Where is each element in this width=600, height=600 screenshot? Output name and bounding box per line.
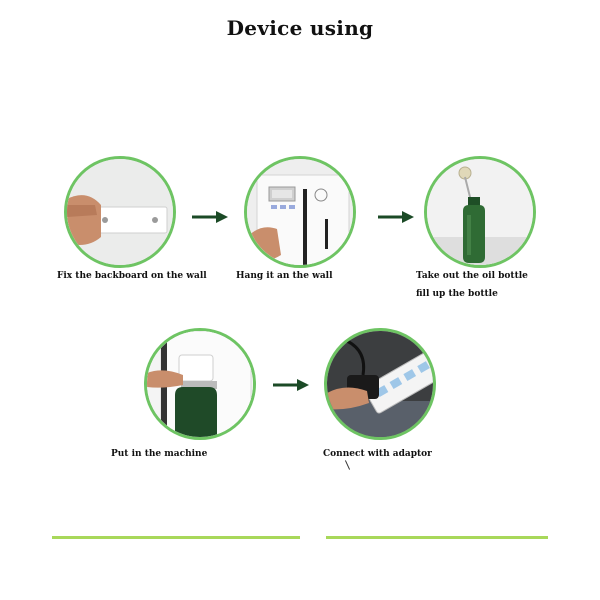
- step-1-image: [64, 156, 176, 268]
- step-2-image: [244, 156, 356, 268]
- divider-bar-right: [326, 536, 548, 539]
- step-3-image: [424, 156, 536, 268]
- arrow-right-icon: [273, 379, 309, 391]
- page-title: Device using: [226, 16, 374, 40]
- step-5-image: [324, 328, 436, 440]
- step-3-caption-line-2: fill up the bottle: [416, 289, 498, 299]
- step-4-caption: Put in the machine: [111, 449, 208, 459]
- arrow-right-icon: [192, 211, 228, 223]
- step-1-caption: Fix the backboard on the wall: [57, 271, 207, 281]
- step-5-caption: Connect with adaptor: [323, 449, 432, 459]
- divider-bar-left: [52, 536, 300, 539]
- step-3-caption-line-1: Take out the oil bottle: [416, 271, 528, 281]
- arrow-right-icon: [378, 211, 414, 223]
- step-2-caption: Hang it an the wall: [236, 271, 333, 281]
- step-4-image: [144, 328, 256, 440]
